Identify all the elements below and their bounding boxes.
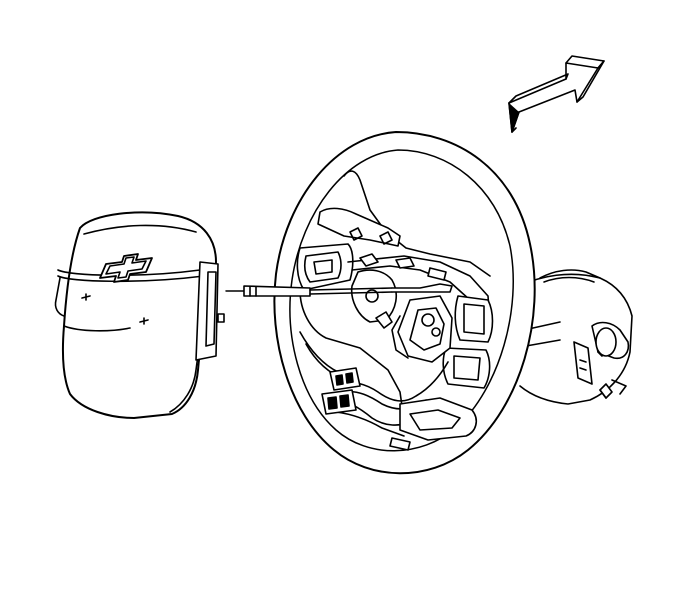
forward-direction-arrow-icon	[508, 55, 605, 133]
chevrolet-bowtie-emblem	[99, 253, 153, 283]
release-tool	[225, 283, 453, 297]
steering-column	[519, 269, 633, 405]
driver-airbag-module	[54, 211, 225, 419]
steering-wheel	[273, 131, 536, 475]
airbag-wiring-connectors	[321, 367, 361, 415]
